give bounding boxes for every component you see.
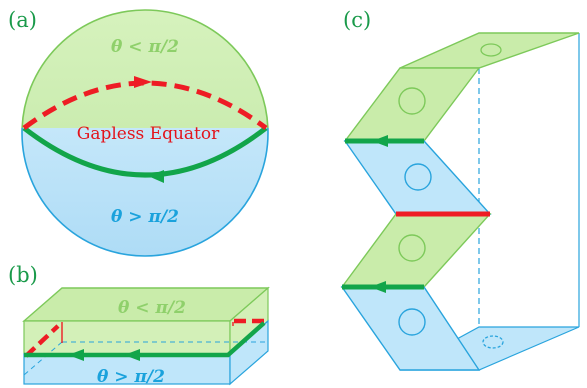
panel-c-label: (c) [343, 8, 371, 32]
c-face-4 [340, 286, 481, 371]
slab-top-label: θ < π/2 [118, 298, 186, 318]
c-top-back-loop-icon [480, 43, 502, 57]
equator-back-red-dashed [22, 80, 268, 131]
slab-green-arrow-2 [124, 349, 140, 361]
gapless-equator-label: Gapless Equator [77, 124, 220, 144]
sphere-bottom-hemisphere [21, 128, 269, 257]
slab-red-boundary-dashed [24, 318, 266, 358]
c-green-arrow-upper [372, 135, 388, 147]
equator-front-arrow [148, 170, 164, 183]
c-floor-loop-icon [482, 335, 504, 349]
panel-b: (b) θ < π/2 θ > π/2 [8, 263, 270, 387]
c-face-4-loop-icon [398, 308, 426, 336]
c-face-3-loop-icon [398, 234, 426, 262]
panel-a: (a) θ < π/2 Gapless Equator θ > π/2 [8, 8, 269, 257]
c-top-back-face [399, 32, 580, 69]
c-face-1 [343, 67, 481, 142]
c-green-arrow-lower [370, 281, 386, 293]
slab-green-arrow-1 [68, 349, 84, 361]
equator-back-arrow [134, 76, 152, 88]
c-face-2 [343, 140, 492, 215]
panel-c: (c) [340, 8, 580, 371]
equator-front-green [22, 126, 268, 178]
panel-b-label: (b) [8, 263, 38, 287]
c-face-3 [340, 213, 492, 288]
slab-bottom-label: θ > π/2 [97, 367, 165, 387]
slab-hidden-edges [23, 341, 268, 376]
sphere-bottom-label: θ > π/2 [111, 207, 179, 227]
sphere-top-label: θ < π/2 [111, 37, 179, 57]
panel-a-label: (a) [8, 8, 37, 32]
slab-green-boundary [24, 321, 266, 358]
c-face-1-loop-icon [398, 87, 426, 115]
slab-red-inner-edge [61, 322, 234, 343]
c-face-2-loop-icon [404, 163, 432, 191]
slab-front-lower [23, 353, 231, 385]
slab-front-upper [23, 320, 231, 355]
sphere-top-hemisphere [21, 9, 269, 128]
